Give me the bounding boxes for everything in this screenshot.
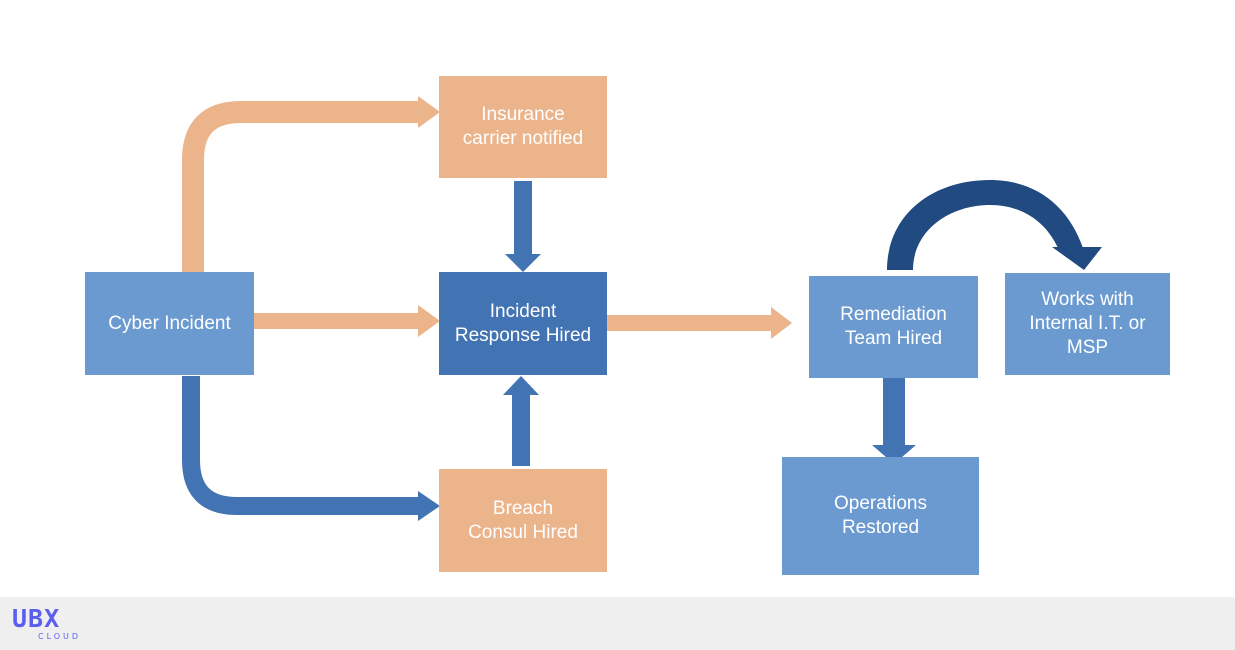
node-works-with: Works with Internal I.T. or MSP: [1005, 273, 1170, 375]
arrow-cyber-to-insurance: [182, 101, 420, 272]
arrow-response-to-remediation: [607, 315, 773, 331]
node-remediation-team: Remediation Team Hired: [809, 276, 978, 378]
arrow-remediation-to-works: [887, 180, 1083, 270]
arrow-cyber-to-response: [254, 313, 420, 329]
logo-subtitle: CLOUD: [38, 632, 82, 641]
arrowhead-cyber-to-insurance: [418, 96, 440, 128]
arrowhead-remediation-to-works: [1052, 247, 1102, 270]
arrow-cyber-to-breach: [182, 376, 420, 515]
node-cyber-incident: Cyber Incident: [85, 272, 254, 375]
node-breach-consul: Breach Consul Hired: [439, 469, 607, 572]
arrowhead-response-to-remediation: [771, 307, 792, 339]
node-operations-restored: Operations Restored: [782, 457, 979, 575]
arrowhead-insurance-to-response: [505, 254, 541, 272]
brand-logo: UBX CLOUD: [12, 606, 92, 646]
arrowhead-breach-to-response: [503, 376, 539, 395]
arrowhead-cyber-to-breach: [418, 491, 440, 521]
arrow-remediation-to-operations: [883, 378, 905, 446]
logo-mark: UBX: [12, 604, 61, 633]
arrow-insurance-to-response: [514, 181, 532, 255]
node-insurance-carrier: Insurance carrier notified: [439, 76, 607, 178]
footer-bar: UBX CLOUD: [0, 597, 1235, 650]
node-incident-response: Incident Response Hired: [439, 272, 607, 375]
arrowhead-remediation-to-operations: [872, 445, 916, 464]
arrow-breach-to-response: [512, 393, 530, 466]
arrowhead-cyber-to-response: [418, 305, 440, 337]
